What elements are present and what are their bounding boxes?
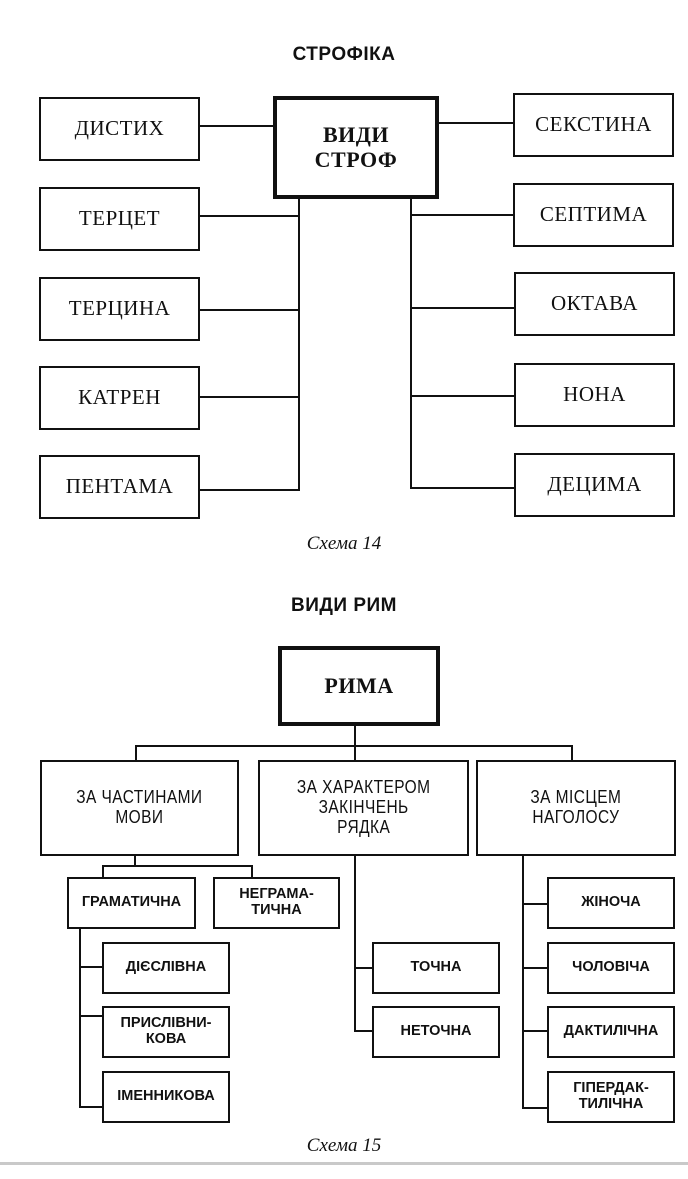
box-dactylic: ДАКТИЛІЧНА xyxy=(547,1006,675,1058)
connector-dystych xyxy=(198,125,274,127)
label-tercet: ТЕРЦЕТ xyxy=(78,206,161,231)
grammatical-trunk-line xyxy=(79,928,81,1108)
label-dactylic: ДАКТИЛІЧНА xyxy=(563,1023,659,1040)
box-masculine: ЧОЛОВІЧА xyxy=(547,942,675,994)
strophe-types-label: ВИДИ СТРОФ xyxy=(314,122,398,172)
label-katren: КАТРЕН xyxy=(78,385,161,410)
box-oktava: ОКТАВА xyxy=(514,272,675,336)
box-tercet: ТЕРЦЕТ xyxy=(39,187,200,251)
label-pentama: ПЕНТАМА xyxy=(65,474,174,499)
branch-drop-right xyxy=(571,745,573,762)
left-trunk-line xyxy=(298,198,300,491)
box-sekstyna: СЕКСТИНА xyxy=(513,93,674,157)
category-stress-position: ЗА МІСЦЕМ НАГОЛОСУ xyxy=(476,760,676,856)
box-dystych: ДИСТИХ xyxy=(39,97,200,161)
box-katren: КАТРЕН xyxy=(39,366,200,430)
category-parts-of-speech-label: ЗА ЧАСТИНАМИ МОВИ xyxy=(76,787,203,827)
label-masculine: ЧОЛОВІЧА xyxy=(572,959,650,976)
box-tercyna: ТЕРЦИНА xyxy=(39,277,200,341)
connector-tercyna xyxy=(198,309,299,311)
stress-trunk-line xyxy=(522,855,524,1109)
label-inexact: НЕТОЧНА xyxy=(400,1023,472,1040)
label-oktava: ОКТАВА xyxy=(551,291,638,316)
connector-nominal xyxy=(79,1106,104,1108)
box-septyma: СЕПТИМА xyxy=(513,183,674,247)
page-bottom-rule xyxy=(0,1162,688,1165)
label-verbal: ДІЄСЛІВНА xyxy=(125,959,207,976)
scheme15-title: ВИДИ РИМ xyxy=(290,595,397,616)
category-stress-position-label: ЗА МІСЦЕМ НАГОЛОСУ xyxy=(530,787,622,827)
connector-hyperdactylic xyxy=(522,1107,549,1109)
box-decyma: ДЕЦИМА xyxy=(514,453,675,517)
box-nominal: ІМЕННИКОВА xyxy=(102,1071,230,1123)
label-feminine: ЖІНОЧА xyxy=(581,894,641,911)
category-line-endings-label: ЗА ХАРАКТЕРОМ ЗАКІНЧЕНЬ РЯДКА xyxy=(296,777,431,837)
pos-drop-grammatical xyxy=(102,865,104,878)
box-hyperdactylic: ГІПЕРДАК- ТИЛІЧНА xyxy=(547,1071,675,1123)
label-tercyna: ТЕРЦИНА xyxy=(68,296,171,321)
box-exact: ТОЧНА xyxy=(372,942,500,994)
label-septyma: СЕПТИМА xyxy=(539,202,648,227)
connector-feminine xyxy=(522,903,549,905)
label-grammatical: ГРАМАТИЧНА xyxy=(81,894,182,911)
connector-nona xyxy=(410,395,515,397)
connector-pentama xyxy=(198,489,299,491)
box-feminine: ЖІНОЧА xyxy=(547,877,675,929)
connector-tercet xyxy=(198,215,299,217)
box-adverbial: ПРИСЛІВНИ- КОВА xyxy=(102,1006,230,1058)
category-parts-of-speech: ЗА ЧАСТИНАМИ МОВИ xyxy=(40,760,239,856)
pos-branch-line xyxy=(102,865,253,867)
label-decyma: ДЕЦИМА xyxy=(547,472,642,497)
label-sekstyna: СЕКСТИНА xyxy=(535,112,652,137)
box-grammatical: ГРАМАТИЧНА xyxy=(67,877,196,929)
connector-exact xyxy=(354,967,374,969)
rhyme-root-box: РИМА xyxy=(278,646,440,726)
label-dystych: ДИСТИХ xyxy=(74,116,165,141)
scheme14-caption: Схема 14 xyxy=(306,533,382,554)
endings-trunk-line xyxy=(354,855,356,1031)
connector-katren xyxy=(198,396,299,398)
pos-stem-line xyxy=(134,855,136,867)
label-hyperdactylic: ГІПЕРДАК- ТИЛІЧНА xyxy=(573,1080,649,1112)
pos-drop-nongrammatical xyxy=(251,865,253,878)
connector-inexact xyxy=(354,1030,374,1032)
box-inexact: НЕТОЧНА xyxy=(372,1006,500,1058)
label-adverbial: ПРИСЛІВНИ- КОВА xyxy=(120,1015,212,1047)
branch-drop-middle xyxy=(354,745,356,762)
scheme14-title: СТРОФІКА xyxy=(292,44,396,65)
label-nominal: ІМЕННИКОВА xyxy=(117,1088,215,1105)
right-trunk-line xyxy=(410,198,412,489)
connector-decyma xyxy=(410,487,515,489)
connector-septyma xyxy=(410,214,515,216)
category-line-endings: ЗА ХАРАКТЕРОМ ЗАКІНЧЕНЬ РЯДКА xyxy=(258,760,469,856)
connector-verbal xyxy=(79,966,104,968)
connector-sekstyna xyxy=(437,122,515,124)
strophe-types-box: ВИДИ СТРОФ xyxy=(273,96,439,199)
label-exact: ТОЧНА xyxy=(410,959,462,976)
connector-dactylic xyxy=(522,1030,549,1032)
root-stem-line xyxy=(354,725,356,747)
label-nona: НОНА xyxy=(563,382,626,407)
box-nona: НОНА xyxy=(514,363,675,427)
rhyme-root-label: РИМА xyxy=(324,672,394,698)
label-nongrammatical: НЕГРАМА- ТИЧНА xyxy=(239,886,314,918)
box-nongrammatical: НЕГРАМА- ТИЧНА xyxy=(213,877,340,929)
branch-drop-left xyxy=(135,745,137,762)
scheme15-caption: Схема 15 xyxy=(306,1135,382,1156)
connector-oktava xyxy=(410,307,515,309)
box-verbal: ДІЄСЛІВНА xyxy=(102,942,230,994)
connector-masculine xyxy=(522,967,549,969)
connector-adverbial xyxy=(79,1015,104,1017)
box-pentama: ПЕНТАМА xyxy=(39,455,200,519)
